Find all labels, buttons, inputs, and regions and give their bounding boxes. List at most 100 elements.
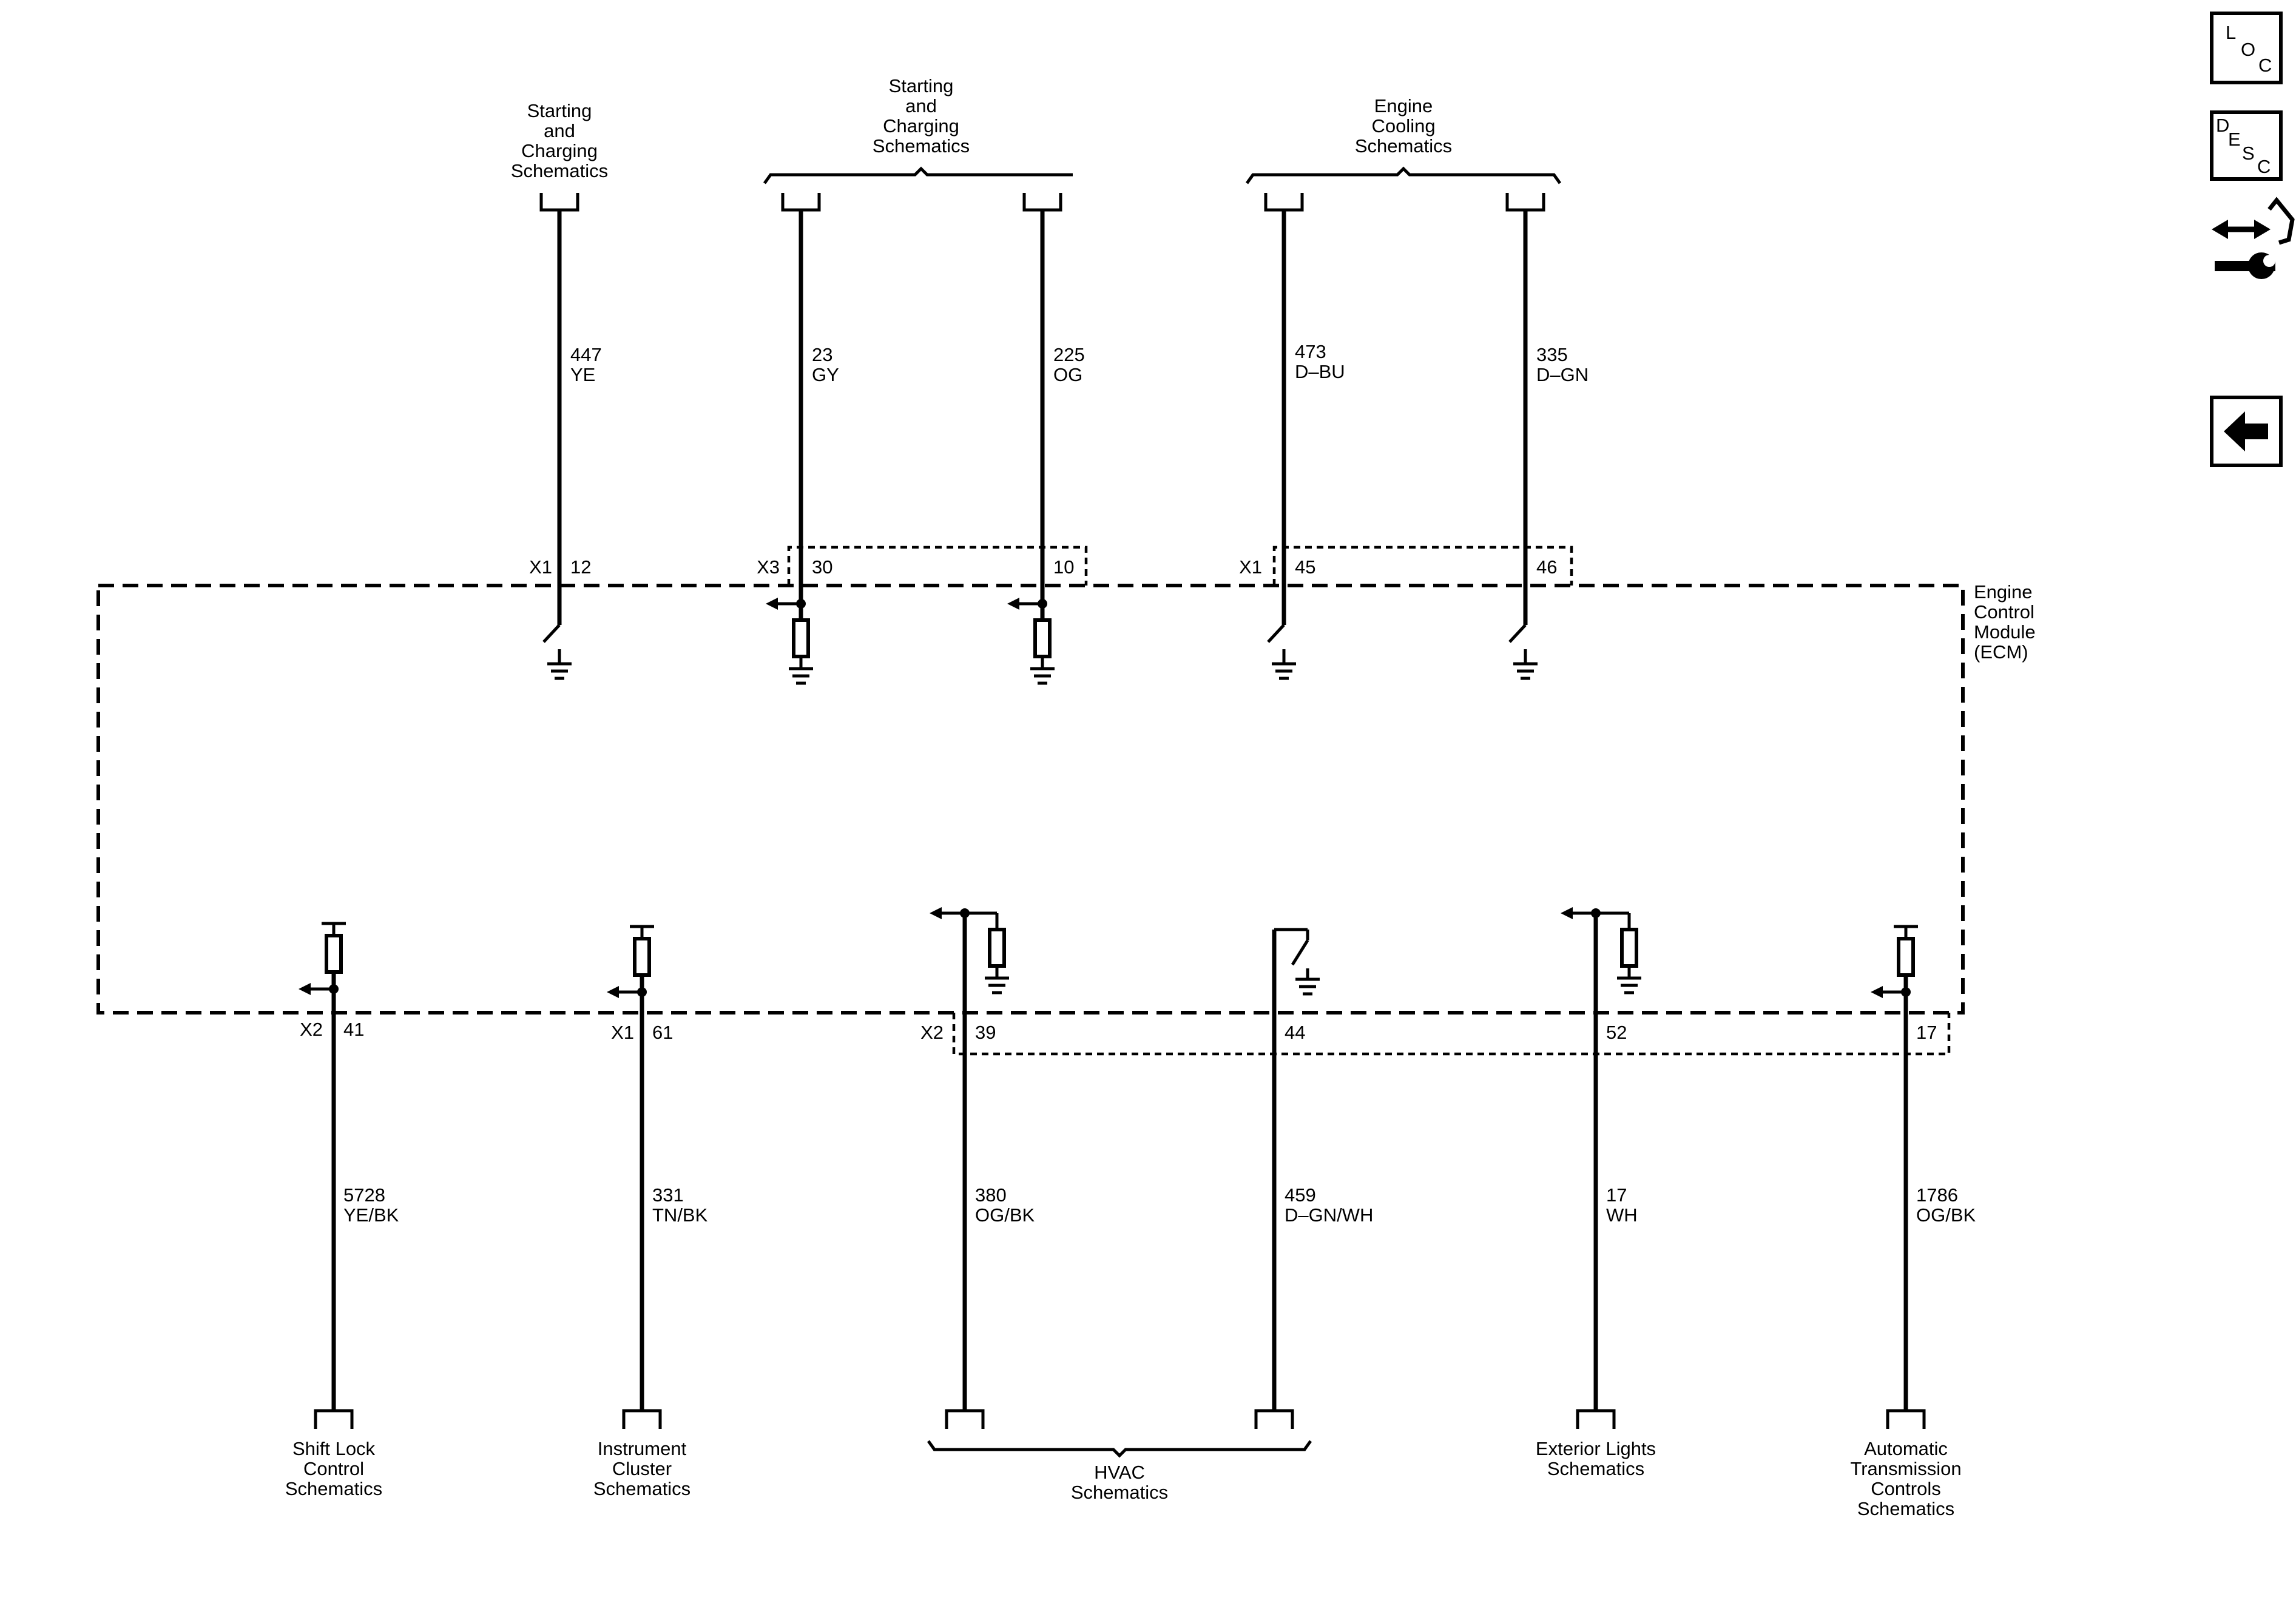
dest-label: and — [544, 120, 575, 141]
wire-color: GY — [812, 364, 839, 385]
connector-wrench-icon[interactable] — [2212, 197, 2295, 279]
wire-459: 44 459 D–GN/WH — [1254, 928, 1373, 1429]
connector-symbol — [314, 1409, 354, 1429]
group-starting-charging: Starting and Charging Schematics — [763, 75, 1073, 184]
svg-text:C: C — [2257, 156, 2271, 177]
wire-number: 1786 — [1916, 1184, 1958, 1206]
connector-symbol — [539, 193, 579, 212]
ground-icon — [1030, 657, 1055, 685]
connector-id: X1 — [611, 1022, 634, 1043]
ecm-label-1: Engine — [1974, 581, 2033, 603]
svg-text:E: E — [2228, 129, 2241, 150]
pin-number: 61 — [652, 1022, 673, 1043]
dest-label: Controls — [1871, 1478, 1940, 1499]
wire-color: YE/BK — [343, 1204, 399, 1226]
wire-number: 335 — [1536, 344, 1568, 365]
group-label: and — [905, 95, 937, 116]
svg-text:L: L — [2226, 22, 2236, 43]
ecm-label-2: Control — [1974, 601, 2034, 623]
connector-id: X1 — [529, 556, 552, 578]
connector-id: X2 — [300, 1019, 323, 1040]
resistor-symbol — [633, 937, 651, 977]
switch-symbol — [1508, 624, 1527, 643]
ground-icon — [789, 657, 813, 685]
svg-text:O: O — [2241, 39, 2255, 60]
x1-connector-outline — [1272, 545, 1573, 586]
dest-label: Schematics — [285, 1478, 382, 1499]
resistor-symbol — [1620, 928, 1638, 968]
dest-label: Instrument — [598, 1438, 687, 1459]
group-label: Schematics — [873, 135, 970, 157]
dest-label: Shift Lock — [292, 1438, 376, 1459]
ecm-label-3: Module — [1974, 621, 2036, 643]
group-bracket — [763, 166, 1073, 184]
resistor-symbol — [1897, 937, 1915, 977]
resistor-symbol — [792, 618, 810, 658]
wire-5728: X2 41 5728 YE/BK Shift Lock Control Sche… — [285, 922, 399, 1499]
loc-icon[interactable]: L O C — [2210, 12, 2283, 84]
dest-label: Schematics — [511, 160, 608, 181]
pin-number: 46 — [1536, 556, 1557, 578]
wire-color: D–GN — [1536, 364, 1589, 385]
ecm-module-boundary — [96, 584, 1965, 1014]
dest-label: Control — [303, 1458, 364, 1479]
connector-id: X1 — [1239, 556, 1262, 578]
wire-color: D–BU — [1295, 361, 1345, 382]
group-bracket — [1245, 166, 1562, 184]
resistor-symbol — [1033, 618, 1052, 658]
wire-color: OG/BK — [1916, 1204, 1976, 1226]
wire-number: 331 — [652, 1184, 684, 1206]
x3-connector-outline — [787, 545, 1088, 586]
svg-text:D: D — [2216, 115, 2229, 136]
ecm-label-4: (ECM) — [1974, 641, 2028, 663]
connector-symbol — [1264, 193, 1304, 212]
wire-color: YE — [570, 364, 595, 385]
connector-symbol — [1886, 1409, 1926, 1429]
dest-label: Schematics — [1547, 1458, 1644, 1479]
pin-number: 30 — [812, 556, 832, 578]
group-label: Schematics — [1071, 1482, 1168, 1503]
back-arrow-icon[interactable] — [2210, 396, 2283, 467]
switch-symbol — [1267, 624, 1285, 643]
x2-connector-outline — [952, 1013, 1951, 1056]
pin-number: 10 — [1053, 556, 1074, 578]
connector-symbol — [1576, 1409, 1616, 1429]
dest-label: Exterior Lights — [1536, 1438, 1656, 1459]
connector-symbol — [1022, 193, 1062, 212]
pin-number: 44 — [1285, 1022, 1305, 1043]
connector-symbol — [1505, 193, 1545, 212]
wire-447: Starting and Charging Schematics 447 YE … — [511, 100, 608, 680]
group-label: Charging — [883, 115, 959, 137]
connector-symbol — [622, 1409, 662, 1429]
pin-number: 45 — [1295, 556, 1315, 578]
dest-label: Cluster — [612, 1458, 672, 1479]
pin-number: 39 — [975, 1022, 996, 1043]
wire-number: 473 — [1295, 341, 1326, 362]
group-bracket — [927, 1440, 1312, 1458]
group-label: Cooling — [1371, 115, 1435, 137]
wire-1786: 17 1786 OG/BK Automatic Transmission Con… — [1850, 925, 1976, 1519]
wire-number: 23 — [812, 344, 832, 365]
svg-text:C: C — [2258, 55, 2272, 76]
ground-icon — [1617, 966, 1641, 994]
wire-17: 52 17 WH Exterior Lights Schematics — [1536, 907, 1656, 1479]
dest-label: Automatic — [1864, 1438, 1948, 1459]
pin-number: 12 — [570, 556, 591, 578]
dest-label: Transmission — [1850, 1458, 1961, 1479]
desc-icon[interactable]: D E S C — [2210, 110, 2283, 181]
group-hvac: HVAC Schematics — [927, 1440, 1312, 1503]
wire-color: OG — [1053, 364, 1082, 385]
ground-icon — [547, 649, 572, 680]
ground-icon — [1295, 968, 1320, 996]
switch-symbol — [542, 624, 561, 643]
ground-icon — [1272, 649, 1296, 680]
dest-label: Charging — [521, 140, 598, 161]
connector-id: X2 — [920, 1022, 944, 1043]
wire-335: 335 D–GN 46 — [1505, 193, 1589, 680]
resistor-symbol — [325, 934, 343, 974]
wire-number: 5728 — [343, 1184, 385, 1206]
ground-icon — [985, 966, 1009, 994]
pin-number: 17 — [1916, 1022, 1937, 1043]
wire-number: 17 — [1606, 1184, 1627, 1206]
